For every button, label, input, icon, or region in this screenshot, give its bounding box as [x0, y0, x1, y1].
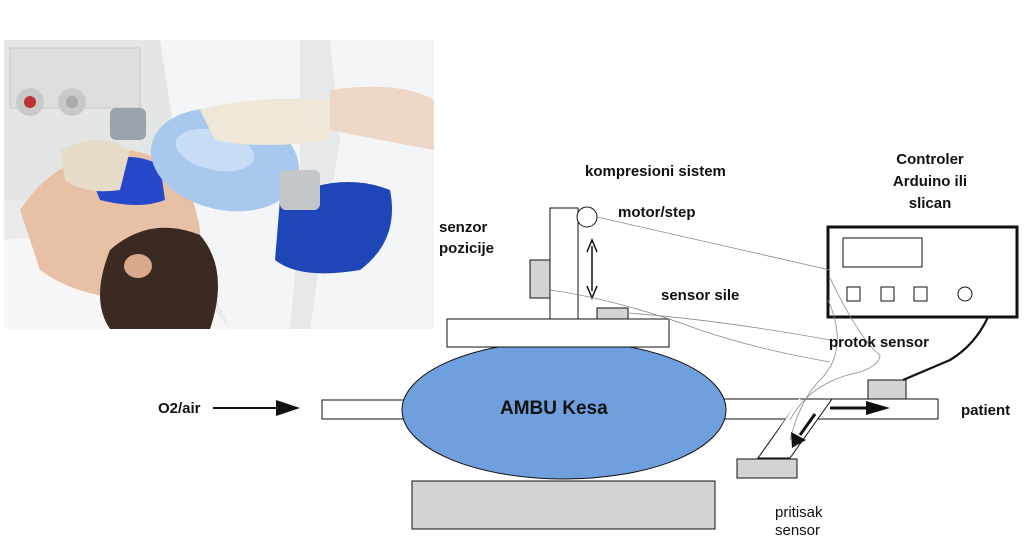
signal-wires — [549, 216, 881, 441]
label-sensor-sile: sensor sile — [661, 287, 740, 304]
flow-arrow-head — [866, 401, 890, 415]
controller-display — [842, 237, 923, 268]
controller-button-3 — [913, 286, 928, 302]
flow-sensor-cable — [902, 316, 989, 382]
base-block — [411, 480, 716, 530]
label-senzor-line1: senzor — [439, 219, 488, 236]
motion-arrow — [586, 238, 598, 300]
label-ambu-kesa: AMBU Kesa — [500, 398, 608, 419]
input-tube — [321, 399, 413, 420]
label-controler-line2: Arduino ili — [892, 173, 968, 190]
pressure-arrow-head — [791, 432, 806, 448]
label-patient: patient — [961, 402, 1011, 419]
compression-plate — [446, 318, 670, 348]
force-sensor — [596, 307, 629, 320]
label-controler-line3: slican — [908, 195, 952, 212]
label-motor-step: motor/step — [618, 204, 696, 221]
label-controler-line1: Controler — [896, 151, 964, 168]
pressure-sensor — [736, 458, 798, 479]
label-o2-air: O2/air — [158, 400, 201, 417]
motor-circle — [576, 206, 598, 228]
label-kompresioni-sistem: kompresioni sistem — [585, 163, 726, 180]
vertical-column — [549, 207, 579, 320]
controller-knob — [957, 286, 973, 302]
label-protok-sensor: protok sensor — [829, 334, 930, 351]
position-sensor — [529, 259, 551, 299]
label-senzor-line2: pozicije — [439, 240, 495, 257]
label-pritisak-line2: sensor — [775, 522, 821, 539]
label-pritisak-line1: pritisak — [775, 504, 823, 521]
flow-sensor — [867, 379, 907, 400]
photo-ambu-use — [4, 40, 434, 329]
pressure-arrow-line — [798, 413, 817, 436]
controller-button-1 — [846, 286, 861, 302]
controller-button-2 — [880, 286, 895, 302]
o2-arrow-head — [276, 400, 300, 416]
